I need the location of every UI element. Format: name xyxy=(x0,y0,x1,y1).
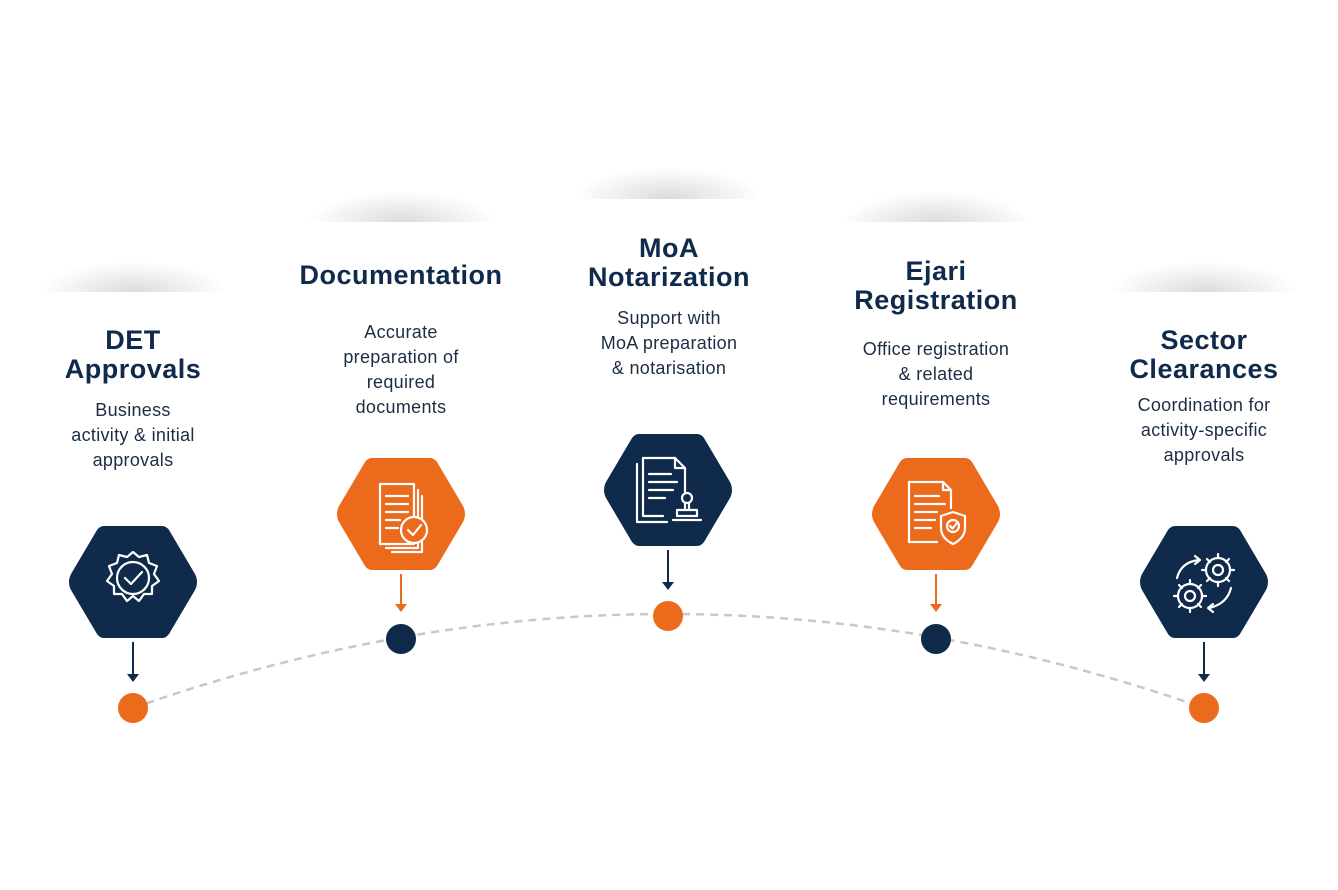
approval-badge-check-icon xyxy=(66,522,200,642)
timeline-node xyxy=(1189,693,1219,723)
step-description: Business activity & initial approvals xyxy=(71,400,195,470)
certificate-shield-icon xyxy=(869,454,1003,574)
connector-arrow xyxy=(1198,642,1210,682)
gears-cycle-icon xyxy=(1137,522,1271,642)
step-title: MoA Notarization xyxy=(587,233,750,292)
document-stamp-icon xyxy=(601,430,735,550)
timeline-node xyxy=(386,624,416,654)
step-title: Documentation xyxy=(299,260,503,290)
connector-arrow xyxy=(395,574,407,612)
documents-check-icon xyxy=(334,454,468,574)
step-title: DET Approvals xyxy=(64,325,202,384)
connector-arrow xyxy=(662,550,674,590)
step-description: Coordination for activity-specific appro… xyxy=(1137,395,1271,465)
step-title: Ejari Registration xyxy=(854,256,1018,315)
step-description: Support with MoA preparation & notarisat… xyxy=(600,308,738,378)
connector-arrow xyxy=(930,574,942,612)
timeline-node xyxy=(921,624,951,654)
connector-arrow xyxy=(127,642,139,682)
step-det-approvals: DET Approvals Business activity & initia… xyxy=(13,326,253,473)
step-description: Office registration & related requiremen… xyxy=(862,339,1010,409)
step-moa-notarization: MoA Notarization Support with MoA prepar… xyxy=(549,234,789,381)
step-documentation: Documentation Accurate preparation of re… xyxy=(281,261,521,420)
step-description: Accurate preparation of required documen… xyxy=(343,322,459,417)
step-title: Sector Clearances xyxy=(1129,325,1279,384)
step-sector-clearances: Sector Clearances Coordination for activ… xyxy=(1084,326,1324,468)
step-ejari-registration: Ejari Registration Office registration &… xyxy=(816,257,1056,412)
timeline-node xyxy=(653,601,683,631)
timeline-node xyxy=(118,693,148,723)
